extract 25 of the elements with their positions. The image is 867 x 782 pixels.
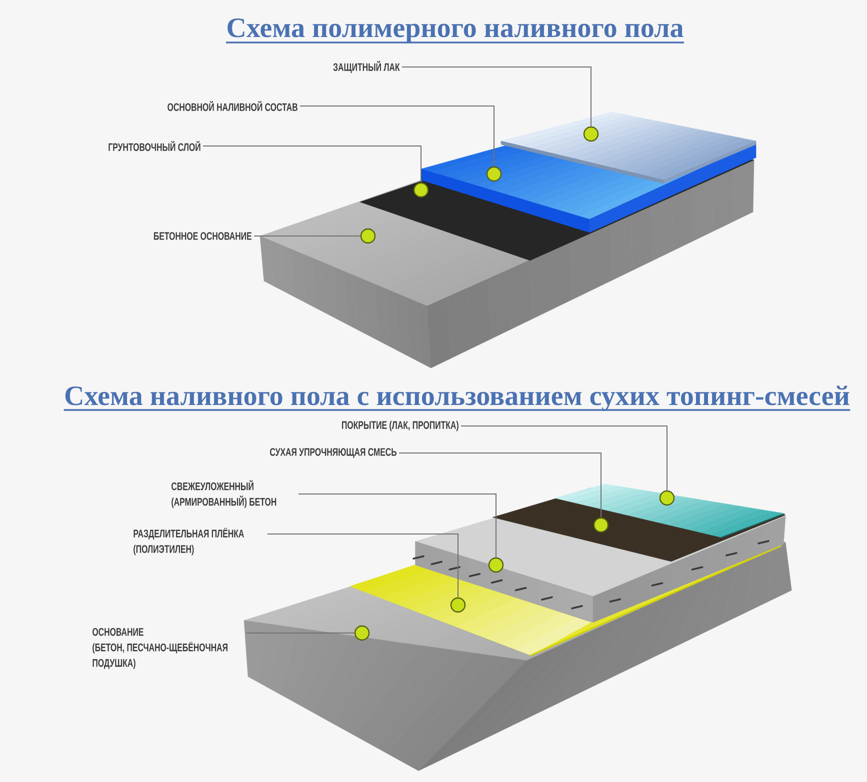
layer-label: ОСНОВНОЙ НАЛИВНОЙ СОСТАВ [168,100,298,112]
marker-dot [450,597,466,613]
heading: Схема полимерного наливного пола [226,18,684,44]
layer-label: СВЕЖЕУЛОЖЕННЫЙ (АРМИРОВАННЫЙ) БЕТОН [172,480,276,508]
leader-line [246,632,355,634]
layer-label: БЕТОННОЕ ОСНОВАНИЕ [154,232,252,240]
leader-line [202,146,422,183]
layer-label: ПОКРЫТИЕ (ЛАК, ПРОПИТКА) [342,420,458,432]
layer-label: ОСНОВАНИЕ (БЕТОН, ПЕСЧАНО-ЩЕБЁНОЧНАЯ ПОДУШКА) [92,628,228,669]
leader-line [300,106,494,167]
leader-line [460,426,668,491]
marker-dot [413,182,429,198]
leader-line [298,494,496,558]
heading: Схема наливного пола с использованием сухих топинг-смесей [64,386,850,412]
layer-label: ЗАЩИТНЫЙ ЛАК [333,60,400,74]
layer-label: РАЗДЕЛИТЕЛЬНАЯ ПЛЁНКА (ПОЛИЭТИЛЕН) [134,528,244,556]
marker-dot [488,557,504,573]
marker-dot [659,490,675,506]
leader-line [402,66,592,127]
layer-label: ГРУНТОВОЧНЫЙ СЛОЙ [108,140,200,152]
marker-dot [583,126,599,142]
marker-dot [354,625,370,641]
marker-dot [486,166,502,182]
layer-label: СУХАЯ УПРОЧНЯЮЩАЯ СМЕСЬ [270,448,397,458]
leader-line [398,452,602,518]
